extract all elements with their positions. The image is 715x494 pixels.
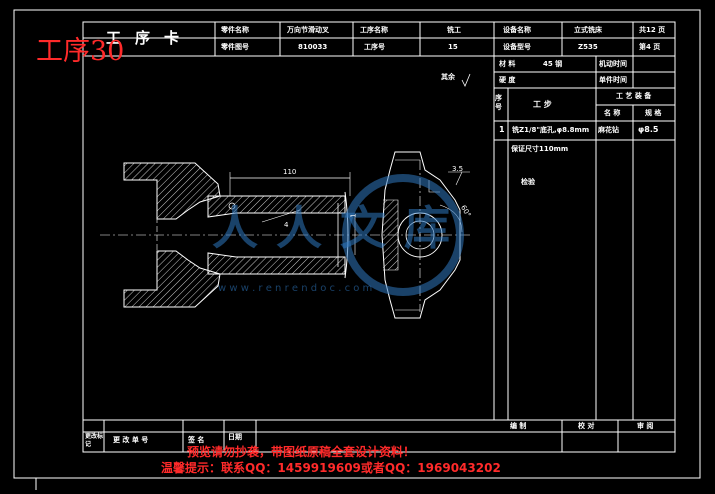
step-1-spec: φ8.5 (638, 125, 659, 134)
process-no-label: 工序号 (364, 43, 385, 51)
step-2-text: 保证尺寸110mm (511, 145, 569, 153)
inner-frame (82, 21, 676, 453)
name-column: 名 称 (604, 109, 621, 117)
equipment-header: 工 艺 装 备 (616, 92, 652, 100)
change-mark-label: 更改标记 (85, 433, 104, 448)
overlay-title: 工序30 (36, 36, 125, 67)
drill-hole-mark (228, 202, 236, 210)
material-value: 45 钢 (543, 60, 563, 68)
sign-label: 签 名 (188, 436, 205, 444)
machine-time-label: 机动时间 (599, 60, 627, 68)
compile-label: 编 制 (510, 422, 527, 430)
step-3-text: 检验 (521, 178, 535, 186)
equipment-no-value: Z535 (578, 43, 598, 51)
equipment-no-label: 设备型号 (503, 43, 531, 51)
warning-line-1: 预览请勿抄袭，带图纸原稿全套设计资料！ (187, 445, 416, 459)
seq-label: 序号 (495, 94, 502, 111)
hardness-label: 硬 度 (499, 76, 516, 84)
review-label: 审 阅 (637, 422, 654, 430)
step-1-no: 1 (499, 125, 505, 134)
part-no-label: 零件图号 (221, 43, 249, 51)
section-view (100, 162, 470, 308)
dim-leader-4 (261, 209, 301, 223)
process-no-value: 15 (448, 43, 458, 51)
change-doc-label: 更 改 单 号 (113, 436, 149, 444)
spec-column: 规 格 (645, 109, 662, 117)
roughness-note: 其余 (441, 73, 455, 81)
material-label: 材 料 (499, 60, 516, 68)
watermark-url: w w w . r e n r e n d o c . c o m (218, 283, 373, 294)
dimension-1: 1 (349, 213, 358, 218)
outer-frame (13, 9, 701, 479)
equipment-name-value: 立式铣床 (574, 26, 602, 34)
unit-time-label: 单件时间 (599, 76, 627, 84)
date-label: 日期 (228, 433, 242, 441)
dimension-110: 110 (283, 168, 297, 176)
process-name-value: 铣工 (447, 26, 461, 34)
step-label: 工 步 (533, 100, 552, 109)
watermark-logo (342, 174, 464, 296)
card-title: 工序卡 (106, 29, 194, 47)
equipment-name-label: 设备名称 (503, 26, 531, 34)
dimension-4: 4 (284, 221, 289, 229)
part-name-value: 万向节滑动叉 (287, 26, 329, 34)
yoke-lower-section (123, 250, 221, 308)
page-number: 第4 页 (639, 43, 661, 51)
step-1-text: 铣Z1/8"底孔,φ8.8mm (512, 126, 590, 134)
part-no-value: 810033 (298, 43, 328, 51)
check-label: 校 对 (578, 422, 595, 430)
process-name-label: 工序名称 (360, 26, 388, 34)
part-name-label: 零件名称 (221, 26, 249, 34)
roughness-symbol (461, 73, 471, 87)
dimension-3-5: 3.5 (452, 165, 464, 173)
total-pages: 共12 页 (639, 26, 666, 34)
watermark-brand: 人人文库 (212, 201, 468, 255)
warning-line-2: 温馨提示：联系QQ：1459919609或者QQ：1969043202 (161, 461, 501, 475)
footer-table (83, 419, 675, 452)
header-table (83, 22, 675, 57)
yoke-upper-section (123, 162, 221, 220)
right-table (493, 56, 675, 420)
step-1-tool: 麻花钻 (598, 126, 619, 134)
sleeve-lower-wall (207, 252, 346, 275)
